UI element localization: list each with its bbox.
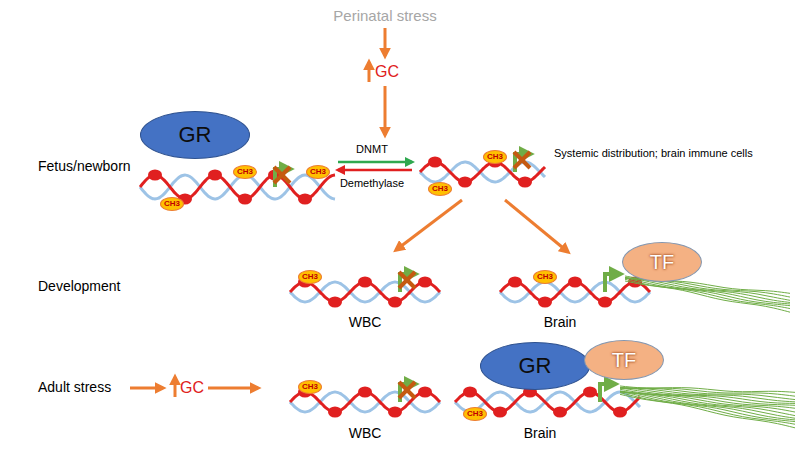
methyl-circle: CH3 [233, 165, 257, 179]
cell-label: Brain [544, 315, 577, 330]
note-label: Systemic distribution; brain immune cell… [554, 147, 753, 159]
node-text: CH3 [164, 200, 180, 208]
increase-arrow [174, 377, 177, 397]
methyl-circle: CH3 [298, 380, 322, 394]
methyl-circle: CH3 [483, 150, 507, 164]
stage-label: Development [38, 279, 121, 294]
methyl-circle: CH3 [160, 197, 184, 211]
node-text: GR [519, 355, 552, 377]
dna-helix [290, 382, 440, 418]
increase-arrow [368, 62, 371, 82]
transcripts [620, 386, 795, 428]
factor-ellipse: TF [584, 340, 664, 380]
transcripts [625, 276, 790, 312]
node-text: CH3 [302, 273, 318, 281]
hormone-label: GC [180, 379, 204, 397]
receptor-ellipse: GR [480, 342, 590, 390]
enzyme-label: Demethylase [340, 177, 404, 189]
node-text: CH3 [310, 168, 326, 176]
demethylation-arrow [338, 169, 412, 172]
enzyme-label: DNMT [356, 143, 388, 155]
stress-arrow [384, 28, 387, 56]
hormone-label: GC [375, 63, 399, 81]
cell-label: Brain [524, 426, 557, 441]
dna-helix [500, 274, 650, 308]
methyl-circle: CH3 [428, 182, 452, 196]
factor-ellipse: TF [622, 242, 702, 282]
signal-arrow [208, 387, 258, 390]
methylation-arrow [338, 161, 412, 164]
stress-arrow [130, 387, 163, 390]
node-text: CH3 [237, 168, 253, 176]
node-text: TF [612, 350, 636, 370]
stage-label: Fetus/newborn [38, 159, 131, 174]
methyl-circle: CH3 [533, 270, 557, 284]
methyl-circle: CH3 [298, 270, 322, 284]
node-text: CH3 [487, 153, 503, 161]
node-text: TF [650, 252, 674, 272]
stage-label: Adult stress [38, 380, 111, 395]
node-text: CH3 [302, 383, 318, 391]
distribution-arrow [505, 200, 568, 252]
cell-label: WBC [349, 426, 382, 441]
node-text: CH3 [432, 185, 448, 193]
distribution-arrow [396, 200, 462, 250]
signal-arrow [384, 86, 387, 135]
dna-helix [290, 272, 440, 308]
node-text: CH3 [467, 410, 483, 418]
node-text: GR [179, 124, 212, 146]
cell-label: WBC [349, 315, 382, 330]
methyl-circle: CH3 [306, 165, 330, 179]
methyl-circle: CH3 [463, 407, 487, 421]
node-text: CH3 [537, 273, 553, 281]
stress-label: Perinatal stress [333, 8, 436, 25]
receptor-ellipse: GR [140, 111, 250, 159]
